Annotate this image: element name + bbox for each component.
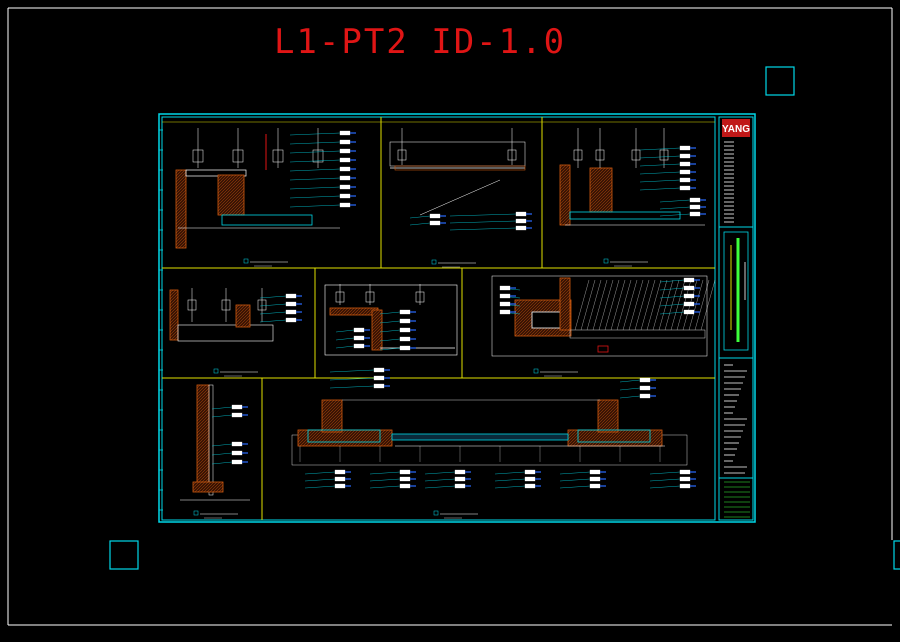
- sheet-grid: [162, 117, 715, 520]
- viewport-marker-bottom-right[interactable]: [893, 540, 900, 570]
- viewport-marker-top-right[interactable]: [765, 66, 795, 96]
- detail-section-f: [491, 275, 716, 377]
- detail-section-c: [559, 128, 706, 267]
- detail-section-e: [324, 284, 458, 356]
- drawing-title: L1-PT2 ID-1.0: [273, 22, 567, 62]
- model-border: [7, 7, 893, 626]
- detail-section-d: [169, 288, 302, 377]
- title-block: YANG: [719, 119, 753, 518]
- left-ticks: [159, 129, 163, 511]
- viewport-marker-bottom-left[interactable]: [109, 540, 139, 570]
- company-logo-bg: [722, 119, 750, 137]
- company-logo: YANG: [722, 124, 750, 135]
- detail-section-b: [389, 128, 532, 268]
- detail-section-a: [175, 128, 356, 267]
- detail-section-h: [291, 367, 696, 519]
- detail-section-g: [180, 384, 250, 519]
- sheet-frame: [158, 113, 756, 523]
